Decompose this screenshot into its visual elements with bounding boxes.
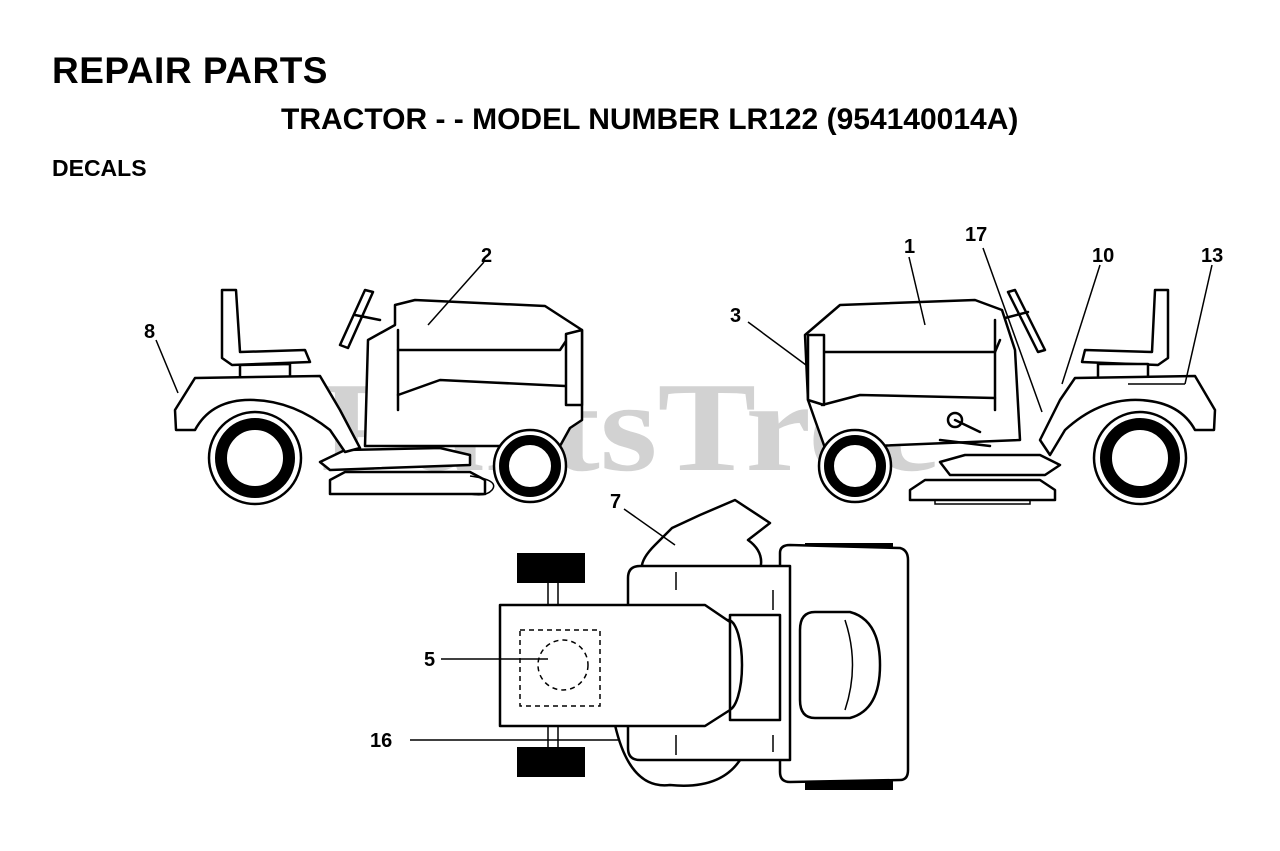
control-lever — [953, 418, 982, 434]
steering-wheel — [1006, 288, 1047, 354]
tractor-right-side-view — [803, 288, 1217, 506]
page-title: REPAIR PARTS — [52, 50, 328, 91]
callout-10: 10 — [1092, 245, 1114, 267]
body-marks — [675, 572, 774, 755]
hood-top — [498, 603, 732, 728]
callout-13: 13 — [1201, 245, 1223, 267]
decal-5-circle — [537, 639, 589, 691]
front-wheel-tire — [499, 435, 561, 497]
mower-deck — [908, 478, 1057, 502]
steering-column — [353, 313, 382, 322]
rear-fender — [173, 374, 362, 454]
foot-pan — [938, 453, 1062, 477]
leader-8 — [155, 339, 179, 394]
callout-5: 5 — [424, 649, 435, 671]
callout-3: 3 — [730, 305, 741, 327]
mower-deck — [328, 470, 487, 496]
tractor-left-side-view — [173, 288, 584, 506]
callouts: 2 8 3 1 17 10 13 7 5 16 — [144, 224, 1223, 752]
steering-wheel — [338, 288, 375, 350]
leader-13 — [1184, 264, 1213, 385]
front-tire-bottom — [517, 747, 585, 777]
deck-skirt — [934, 499, 1031, 505]
tractor-top-view — [498, 498, 910, 790]
section-heading: DECALS — [52, 155, 147, 181]
steering-column — [1003, 310, 1030, 320]
control-lever — [938, 438, 992, 448]
rear-wheel-tire — [1100, 418, 1180, 498]
leader-lines — [155, 247, 1213, 741]
rear-fender — [1038, 374, 1217, 457]
leader-7 — [623, 508, 676, 546]
callout-2: 2 — [481, 245, 492, 267]
model-subtitle: TRACTOR - - MODEL NUMBER LR122 (95414001… — [281, 103, 1019, 136]
hood — [363, 298, 584, 448]
hood-line — [396, 378, 567, 397]
front-tire-top — [517, 553, 585, 583]
leader-1 — [908, 256, 926, 326]
grille — [564, 328, 584, 407]
deck-chute — [469, 475, 495, 496]
callout-16: 16 — [370, 730, 392, 752]
callout-1: 1 — [904, 236, 915, 258]
decal-5-outline — [519, 629, 601, 707]
leader-2 — [427, 261, 485, 326]
seat-top — [798, 610, 882, 720]
rear-wheel-tire — [215, 418, 295, 498]
foot-pan — [318, 446, 472, 472]
hood-line — [820, 393, 997, 407]
callout-8: 8 — [144, 321, 155, 343]
leader-17 — [982, 247, 1043, 413]
leader-3 — [747, 321, 807, 366]
callout-17: 17 — [965, 224, 987, 246]
grille — [806, 333, 826, 407]
front-axle — [547, 583, 559, 747]
seat — [220, 288, 312, 367]
seat-contour — [844, 619, 854, 711]
front-wheel-tire — [824, 435, 886, 497]
hood — [803, 298, 1022, 450]
leader-10 — [1061, 264, 1101, 385]
callout-7: 7 — [610, 491, 621, 513]
seat — [1080, 288, 1170, 367]
